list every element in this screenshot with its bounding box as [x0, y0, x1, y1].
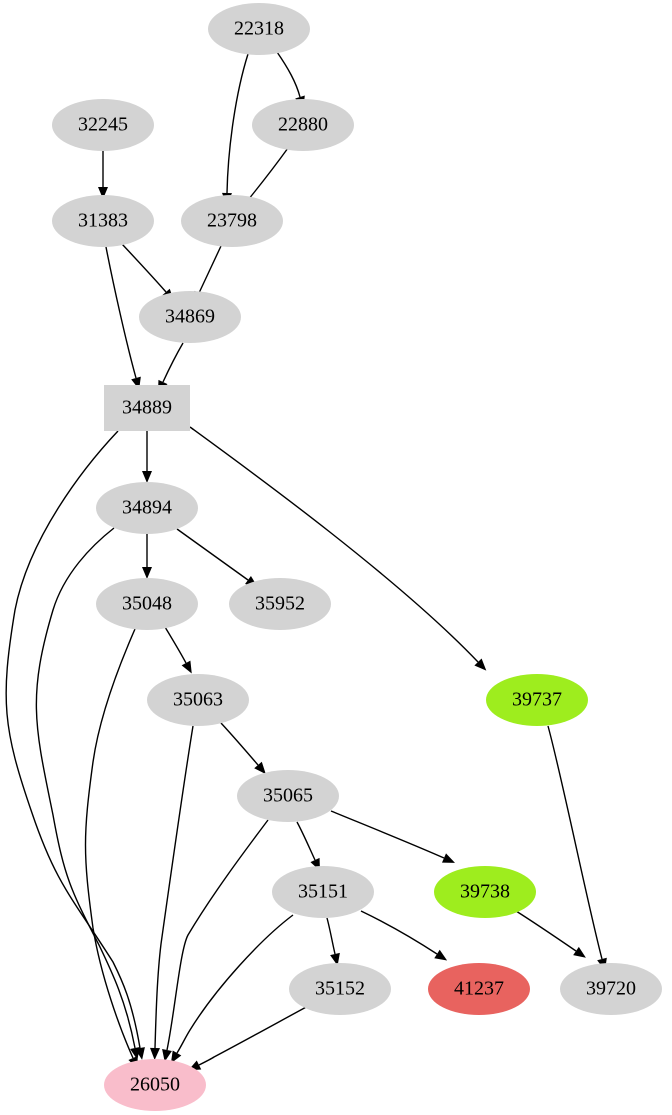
edge-35063-to-35065 — [220, 722, 266, 775]
edge-35065-to-39738 — [330, 810, 455, 863]
graph-node-22880[interactable]: 22880 — [252, 99, 354, 151]
graph-node-31383[interactable]: 31383 — [52, 195, 154, 247]
edge-35065-to-35151 — [296, 821, 320, 871]
edge-line — [5, 430, 141, 1049]
arrowhead — [142, 471, 152, 483]
edge-35048-to-35063 — [164, 626, 192, 674]
arrowhead — [98, 187, 108, 199]
edge-line — [176, 528, 249, 581]
edge-35063-to-26050 — [150, 725, 194, 1060]
graph-node-35065[interactable]: 35065 — [237, 770, 339, 822]
edge-line — [547, 725, 603, 960]
arrowhead — [441, 853, 455, 863]
node-ellipse[interactable] — [252, 99, 354, 151]
graph-node-35952[interactable]: 35952 — [229, 578, 331, 630]
edge-line — [105, 246, 137, 379]
edge-34894-to-35952 — [176, 528, 258, 588]
edge-35151-to-41237 — [360, 910, 448, 961]
node-ellipse[interactable] — [208, 3, 310, 55]
edge-35151-to-35152 — [326, 917, 340, 966]
edge-34889-to-39737 — [189, 426, 487, 671]
graph-node-35152[interactable]: 35152 — [289, 963, 391, 1015]
edge-line — [176, 914, 294, 1054]
edge-35152-to-26050 — [188, 1004, 311, 1071]
edge-line — [247, 147, 289, 201]
edge-22318-to-23798 — [222, 53, 249, 205]
node-ellipse[interactable] — [139, 291, 241, 343]
edge-line — [166, 819, 269, 1051]
nodes-layer: 22318 32245 22880 31383 23798 34869 34889 34894… — [52, 3, 662, 1111]
graph-node-35151[interactable]: 35151 — [272, 866, 374, 918]
node-ellipse[interactable] — [560, 963, 662, 1015]
node-ellipse[interactable] — [181, 195, 283, 247]
node-ellipse[interactable] — [428, 963, 530, 1015]
node-ellipse[interactable] — [486, 674, 588, 726]
arrowhead — [142, 567, 152, 579]
graph-node-35063[interactable]: 35063 — [147, 674, 249, 726]
arrowhead — [170, 1050, 182, 1064]
node-ellipse[interactable] — [52, 99, 154, 151]
node-ellipse[interactable] — [237, 770, 339, 822]
edge-line — [35, 527, 136, 1049]
edge-line — [154, 725, 194, 1049]
edge-line — [330, 810, 445, 859]
edge-31383-to-34889 — [105, 246, 141, 390]
arrowhead — [330, 952, 340, 966]
graph-node-34869[interactable]: 34869 — [139, 291, 241, 343]
graph-node-41237[interactable]: 41237 — [428, 963, 530, 1015]
node-ellipse[interactable] — [104, 1059, 206, 1111]
node-ellipse[interactable] — [52, 195, 154, 247]
node-ellipse[interactable] — [96, 482, 198, 534]
node-ellipse[interactable] — [272, 866, 374, 918]
edge-line — [84, 628, 136, 1059]
arrowhead — [474, 658, 487, 671]
edge-line — [226, 53, 249, 194]
arrowhead — [573, 946, 586, 958]
edge-39737-to-39720 — [547, 725, 607, 971]
graph-node-23798[interactable]: 23798 — [181, 195, 283, 247]
edge-31383-to-34869 — [121, 243, 174, 302]
graph-node-39738[interactable]: 39738 — [434, 866, 536, 918]
node-ellipse[interactable] — [229, 578, 331, 630]
arrowhead — [150, 1047, 160, 1060]
node-ellipse[interactable] — [434, 866, 536, 918]
edge-line — [515, 910, 577, 952]
arrowhead — [434, 949, 448, 961]
edge-line — [189, 426, 479, 663]
edge-line — [326, 917, 336, 955]
arrowhead — [254, 761, 266, 775]
edge-line — [198, 245, 222, 294]
edge-34889-to-34894 — [142, 431, 152, 483]
graph-node-32245[interactable]: 32245 — [52, 99, 154, 151]
edge-line — [162, 342, 184, 383]
edge-line — [296, 821, 316, 861]
edge-line — [198, 1004, 311, 1066]
graph-node-39720[interactable]: 39720 — [560, 963, 662, 1015]
edge-line — [164, 626, 187, 664]
edge-34894-to-35048 — [142, 534, 152, 579]
node-ellipse[interactable] — [96, 578, 198, 630]
arrowhead — [162, 1049, 172, 1062]
edge-35151-to-26050 — [170, 914, 294, 1064]
edges-layer — [5, 51, 607, 1071]
edge-35065-to-26050 — [162, 819, 269, 1062]
edge-line — [121, 243, 167, 293]
graph-node-26050[interactable]: 26050 — [104, 1059, 206, 1111]
graph-node-22318[interactable]: 22318 — [208, 3, 310, 55]
graph-node-34889[interactable]: 34889 — [104, 385, 190, 431]
edge-line — [276, 51, 301, 98]
edge-39738-to-39720 — [515, 910, 586, 958]
edge-line — [360, 910, 438, 955]
node-ellipse[interactable] — [147, 674, 249, 726]
graph-node-34894[interactable]: 34894 — [96, 482, 198, 534]
edge-32245-to-31383 — [98, 151, 108, 199]
node-box[interactable] — [104, 385, 190, 431]
graph-node-35048[interactable]: 35048 — [96, 578, 198, 630]
edge-line — [220, 722, 259, 766]
graph-node-39737[interactable]: 39737 — [486, 674, 588, 726]
arrowhead — [181, 660, 192, 674]
node-ellipse[interactable] — [289, 963, 391, 1015]
